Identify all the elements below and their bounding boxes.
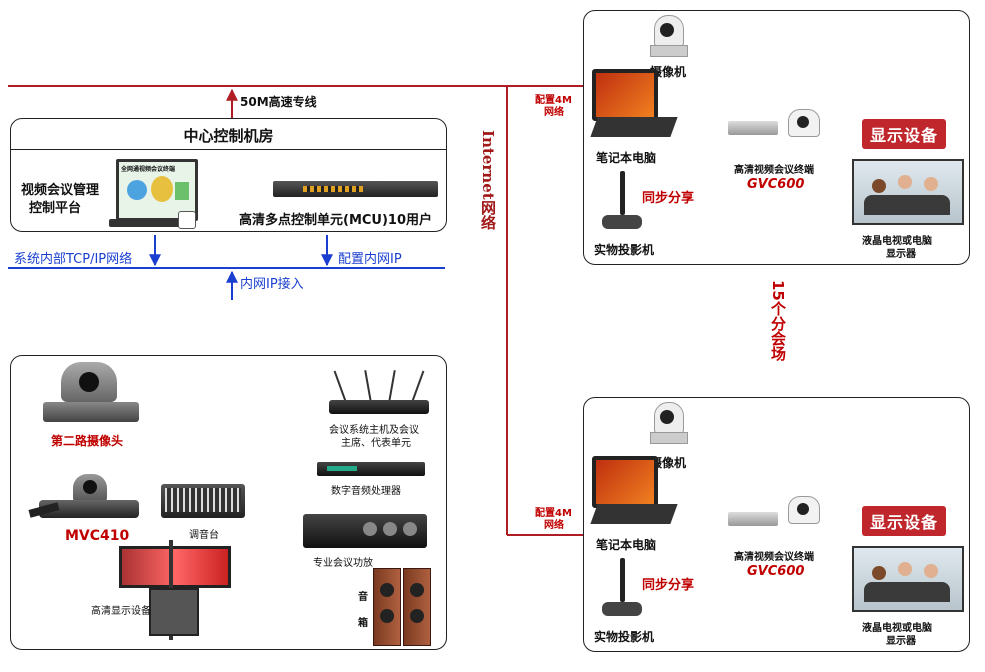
second-camera-icon [43,362,139,424]
config-label-1: 配置4M [535,508,572,519]
conference-host-label-1: 会议系统主机及会议 [329,425,419,436]
central-room-title: 中心控制机房 [183,127,274,145]
mcu-label: 高清多点控制单元(MCU)10用户 [239,213,433,228]
visualizer-label: 实物投影机 [594,630,655,644]
camera-icon [650,402,688,444]
ip-access-label: 内网IP接入 [240,277,304,292]
camera-label: 摄像机 [650,65,687,79]
laptop-label: 笔记本电脑 [596,151,657,165]
visualizer-icon [602,171,642,231]
visualizer-label: 实物投影机 [594,243,655,257]
mcu-device-icon [273,181,438,197]
terminal-label: 高清视频会议终端 [734,552,814,563]
speaker-right-icon [403,568,431,646]
terminal-camera-icon [788,496,820,530]
amplifier-label: 专业会议功放 [313,558,373,569]
laptop-label: 笔记本电脑 [596,538,657,552]
branch-venue-2: 配置4M 网络 摄像机 笔记本电脑 同步分享 实物投影机 高清视频会议终端 GV… [535,397,970,652]
display-badge: 显示设备 [862,119,947,149]
speaker-label-1: 音 [358,592,368,603]
config-label-2: 网络 [544,107,564,118]
laptop-icon [592,456,658,508]
display-label-2: 显示器 [886,249,916,260]
monitor-screen-title: 全网通视频会议终端 [121,166,176,173]
amplifier-icon [303,514,427,548]
speaker-label-2: 箱 [358,618,368,629]
central-room-divider [11,149,446,150]
dsp-label: 数字音频处理器 [331,486,401,497]
central-room-box: 中心控制机房 视频会议管理 控制平台 全网通视频会议终端 高清多点控制单元(MC… [10,118,447,232]
display-badge: 显示设备 [862,506,947,536]
display-label-2: 显示器 [886,636,916,647]
link-label: 50M高速专线 [240,95,317,109]
mvc410-label: MVC410 [65,528,130,544]
conference-host-label-2: 主席、代表单元 [341,438,411,449]
mgmt-label-2: 控制平台 [29,201,82,216]
terminal-box-icon [728,512,778,526]
camera-label: 摄像机 [650,456,687,470]
share-label: 同步分享 [642,578,695,593]
display-label-1: 液晶电视或电脑 [862,236,932,247]
hd-display-screen-icon [119,546,231,588]
laptop-icon [592,69,658,121]
second-camera-label: 第二路摄像头 [51,434,124,448]
camera-icon [650,15,688,57]
lan-label: 系统内部TCP/IP网络 [14,252,133,267]
internet-label: Internet网络 [479,130,497,230]
terminal-model: GVC600 [747,177,805,192]
terminal-box-icon [728,121,778,135]
display-screen-icon [852,159,964,225]
main-venue-box: 第二路摄像头 MVC410 调音台 高清显示设备 会议系统主机及会议 主席、代表… [10,355,447,650]
share-label: 同步分享 [642,191,695,206]
keyboard-icon [109,219,183,227]
terminal-camera-icon [788,109,820,143]
mixer-icon [161,484,245,518]
mvc410-terminal-icon [28,474,139,520]
terminal-label: 高清视频会议终端 [734,165,814,176]
dsp-icon [317,462,425,476]
venues-label: 15个分会场 [769,280,787,361]
display-screen-icon [852,546,964,612]
mgmt-label-1: 视频会议管理 [21,183,100,198]
cpu-icon [178,211,196,229]
conference-host-icon [329,370,429,416]
terminal-model: GVC600 [747,564,805,579]
branch-venue-1: 配置4M 网络 摄像机 笔记本电脑 同步分享 实物投影机 高清视频会议终端 GV… [535,10,970,265]
speaker-left-icon [373,568,401,646]
visualizer-icon [602,558,642,618]
hd-display-label: 高清显示设备 [91,606,151,617]
config-label-1: 配置4M [535,95,572,106]
ip-config-label: 配置内网IP [338,252,402,267]
hd-display-stand-icon [149,588,199,636]
display-label-1: 液晶电视或电脑 [862,623,932,634]
mixer-label: 调音台 [189,530,219,541]
config-label-2: 网络 [544,520,564,531]
